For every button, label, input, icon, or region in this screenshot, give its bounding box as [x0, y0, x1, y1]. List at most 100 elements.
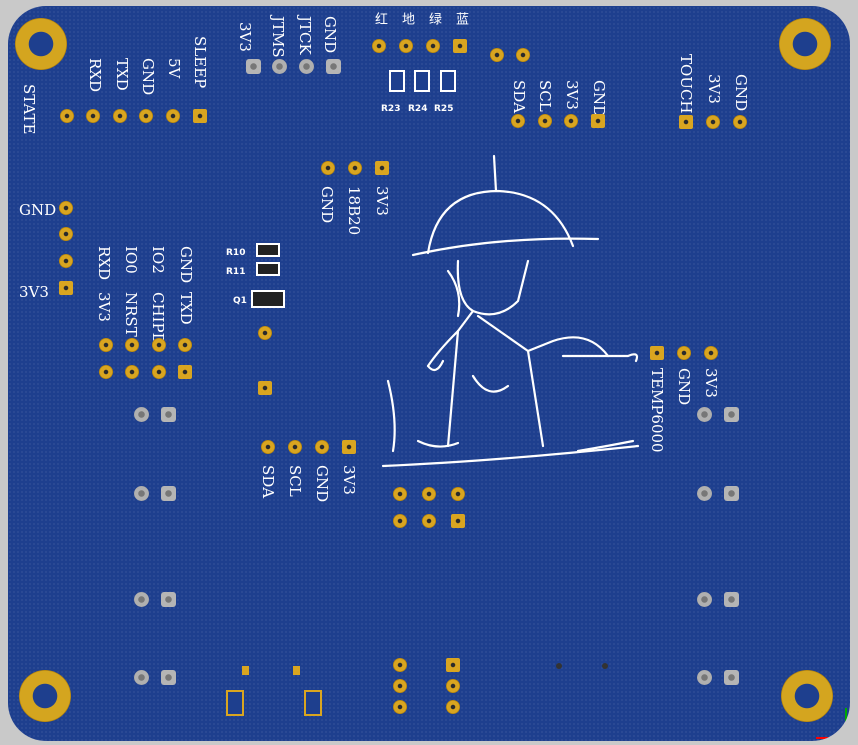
pad-touch-gnd [733, 115, 747, 129]
label-temp-3v3: 3V3 [702, 368, 720, 398]
via-1 [556, 663, 562, 669]
pad-mod-l2a [133, 485, 149, 501]
label-18b20-3v3: 3V3 [373, 186, 391, 216]
mounting-hole-top-left [15, 18, 67, 70]
label-power-gnd: GND [19, 201, 57, 219]
pad-bot-6 [446, 700, 460, 714]
pad-i2c2-gnd [315, 440, 329, 454]
pad-power-2 [59, 227, 73, 241]
pad-temp-gnd [677, 346, 691, 360]
pad-power-1 [59, 201, 73, 215]
label-18b20-gnd: GND [318, 186, 336, 224]
label-jtag-gnd: GND [321, 16, 339, 54]
label-jtck: JTCK [296, 16, 314, 55]
label-i2c-3v3: 3V3 [563, 80, 581, 110]
silkscreen-artwork [381, 154, 640, 468]
pad-mod-r1b [723, 406, 739, 422]
pad-hdr-2 [422, 487, 436, 501]
pcb-board: SLEEP 5V GND TXD RXD STATE 3V3 JTMS JTCK… [8, 6, 850, 741]
label-green: 绿 [426, 12, 441, 25]
pad-i2c-3v3 [564, 114, 578, 128]
pad-q1-test [258, 326, 272, 340]
smd-bottom-4 [304, 690, 322, 716]
pad-txd [86, 109, 100, 123]
pad-mod-r3b [723, 591, 739, 607]
pad-touch-3v3 [706, 115, 720, 129]
pad-mod-r1a [696, 406, 712, 422]
pad-extra-2 [516, 48, 530, 62]
label-r23: R23 [381, 104, 401, 114]
label-temp-gnd: GND [675, 368, 693, 406]
pad-power-4 [59, 281, 73, 295]
label-uart-rxd: RXD [95, 246, 113, 280]
pad-bot-2 [393, 679, 407, 693]
pad-mod-l1a [133, 406, 149, 422]
resistor-r23 [389, 70, 405, 92]
pad-bot-5 [446, 679, 460, 693]
pad-mod-l3b [160, 591, 176, 607]
pad-uart-4 [178, 338, 192, 352]
pad-i2c2-scl [288, 440, 302, 454]
pad-temp-signal [650, 346, 664, 360]
label-uart-txd: TXD [177, 292, 195, 325]
smd-bottom-1 [242, 666, 249, 675]
pad-jtag-3 [298, 58, 314, 74]
pad-power-3 [59, 254, 73, 268]
label-i2c2-scl: SCL [286, 465, 304, 497]
pad-hdr-5 [422, 514, 436, 528]
pad-mod-r4b [723, 669, 739, 685]
label-r25: R25 [434, 104, 454, 114]
label-i2c-scl: SCL [536, 80, 554, 112]
label-touch-gnd: GND [732, 74, 750, 112]
pad-gnd [113, 109, 127, 123]
pad-temp-3v3 [704, 346, 718, 360]
mounting-hole-bottom-right [781, 670, 833, 722]
label-rxd-left: RXD [86, 58, 104, 92]
pad-jtag-1 [245, 58, 261, 74]
smd-bottom-3 [226, 690, 244, 716]
label-i2c-gnd: GND [590, 80, 608, 118]
pad-uart-1 [99, 338, 113, 352]
label-power-3v3: 3V3 [19, 283, 49, 301]
transistor-q1 [251, 290, 285, 308]
label-18b20: 18B20 [345, 186, 363, 236]
label-jtms: JTMS [269, 16, 287, 58]
pad-jtag-2 [271, 58, 287, 74]
pad-mod-l4a [133, 669, 149, 685]
pad-rxd [60, 109, 74, 123]
via-2 [602, 663, 608, 669]
pad-extra-1 [490, 48, 504, 62]
label-i2c2-sda: SDA [259, 465, 277, 499]
label-uart-3v3: 3V3 [95, 292, 113, 322]
pad-green [426, 39, 440, 53]
label-uart-nrst: NRST [122, 292, 140, 337]
pad-bot-4 [446, 658, 460, 672]
pad-bot-1 [393, 658, 407, 672]
mounting-hole-bottom-left [19, 670, 71, 722]
pad-blue [453, 39, 467, 53]
pad-sleep [193, 109, 207, 123]
pad-ground [399, 39, 413, 53]
label-uart-io0: IO0 [122, 246, 140, 274]
pad-jtag-4 [325, 58, 341, 74]
pad-red [372, 39, 386, 53]
label-temp6000: TEMP6000 [648, 368, 666, 453]
label-i2c2-3v3: 3V3 [340, 465, 358, 495]
pad-uart-7 [152, 365, 166, 379]
axis-marker [816, 708, 847, 739]
pad-18b20-gnd [321, 161, 335, 175]
label-r24: R24 [408, 104, 428, 114]
pad-mod-r4a [696, 669, 712, 685]
pad-hdr-3 [451, 487, 465, 501]
pad-i2c-scl [538, 114, 552, 128]
smd-bottom-2 [293, 666, 300, 675]
pad-bot-3 [393, 700, 407, 714]
pad-i2c2-3v3 [342, 440, 356, 454]
label-q1: Q1 [233, 296, 247, 306]
label-5v: 5V [165, 58, 183, 79]
pad-gnd-2 [166, 109, 180, 123]
pad-uart-5 [99, 365, 113, 379]
pad-hdr-4 [393, 514, 407, 528]
pad-mod-l3a [133, 591, 149, 607]
label-r10: R10 [226, 248, 246, 258]
